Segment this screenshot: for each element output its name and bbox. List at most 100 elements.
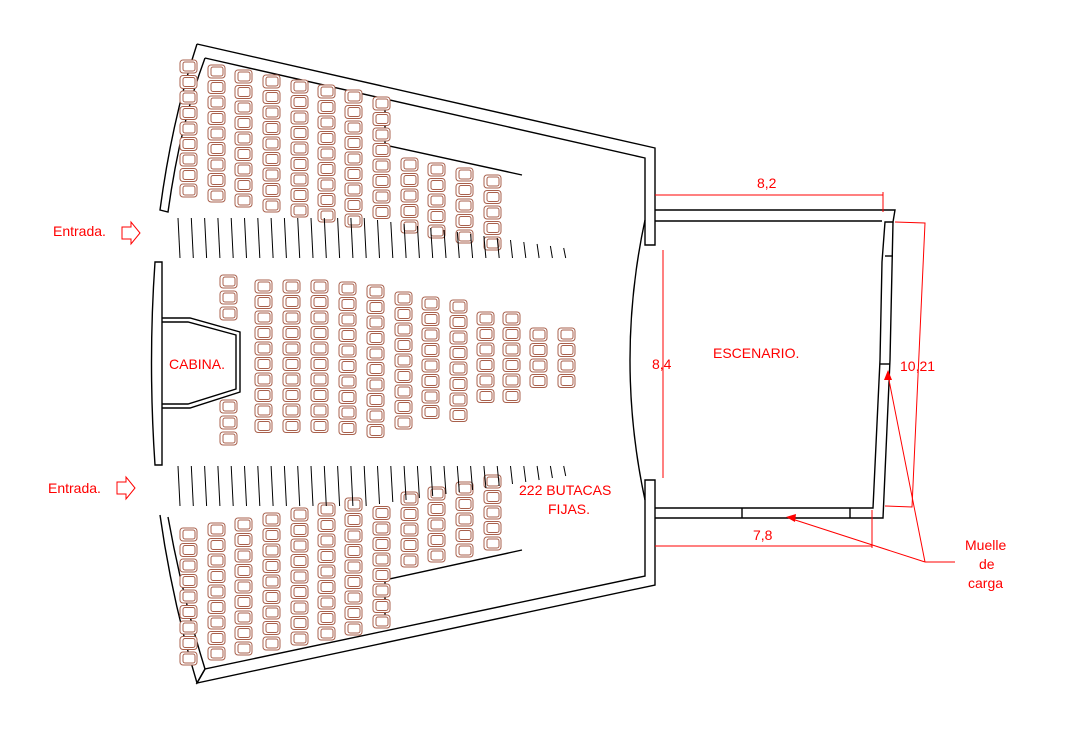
seat [529,374,548,388]
seat [529,358,548,373]
seat [310,310,329,325]
seat [400,219,419,234]
seat [338,312,357,327]
seat [310,295,329,309]
seat [234,100,253,115]
seat [290,554,309,568]
seat [207,111,226,125]
seat [476,327,495,341]
seat [207,173,226,187]
aisle-step [416,465,420,499]
seat [262,136,281,151]
aisle-step [536,465,540,481]
seat [455,229,474,244]
seat [254,326,273,340]
seat [179,605,198,619]
aisle-step [310,465,314,507]
seat [317,208,336,223]
seat [372,205,391,219]
seat [455,497,474,511]
seat [502,358,521,372]
seat [179,651,198,666]
seating-area [179,59,576,666]
seat [290,110,309,125]
seat [179,636,198,650]
seat [234,69,253,84]
seat [234,193,253,208]
seat [262,198,281,213]
seat [317,162,336,176]
entrance-arrow-top-icon [121,220,141,246]
seat [310,388,329,402]
dimension-lines [655,192,955,563]
aisle-step [217,465,221,507]
seat [344,606,363,620]
seat [344,167,363,181]
seat [234,626,253,640]
seat [282,295,301,309]
seat [234,564,253,578]
seat [262,636,281,651]
seat [502,311,521,326]
seat [338,359,357,373]
seat [366,393,385,407]
seat [400,522,419,537]
seat [449,361,468,376]
seat [427,209,446,223]
seat [372,521,391,536]
seat [282,419,301,433]
aisle-step [536,243,540,259]
seat [179,527,198,542]
seat [207,157,226,172]
capacity-label-2: FIJAS. [548,501,590,517]
seat [310,326,329,340]
seat [400,204,419,218]
seat [427,224,446,239]
seat [372,552,391,567]
seat [179,589,198,604]
seat [290,95,309,109]
seat [179,106,198,120]
seat [290,507,309,522]
seat [207,188,226,203]
seat [338,390,357,404]
seat [502,327,521,341]
seat [317,502,336,517]
aisle-step [390,221,394,259]
seat [282,403,301,418]
seat [394,322,413,337]
aisle-step [416,225,420,259]
aisle-step [350,217,354,259]
seat [400,188,419,203]
seat [207,538,226,552]
seat [219,399,238,414]
seat [455,543,474,558]
seat [344,528,363,543]
seat [234,85,253,99]
seat [449,392,468,407]
seat [366,346,385,361]
seat [372,143,391,157]
seat [427,162,446,177]
aisle-step [483,465,487,489]
loading-dock-label: Muelle [965,537,1006,553]
seat [317,131,336,145]
seat [400,538,419,552]
aisle-step [177,465,181,507]
aisle-step [510,465,513,485]
seat [262,74,281,89]
aisle-step [443,465,447,495]
seat [483,190,502,204]
seat [317,193,336,207]
seat [317,518,336,532]
seat [254,310,273,325]
seat [317,100,336,114]
aisle-step [496,237,500,259]
seat [310,372,329,387]
seat [262,105,281,120]
aisle-step [510,239,513,259]
aisle-step [270,465,274,507]
seat [529,327,548,342]
seat [483,474,502,489]
